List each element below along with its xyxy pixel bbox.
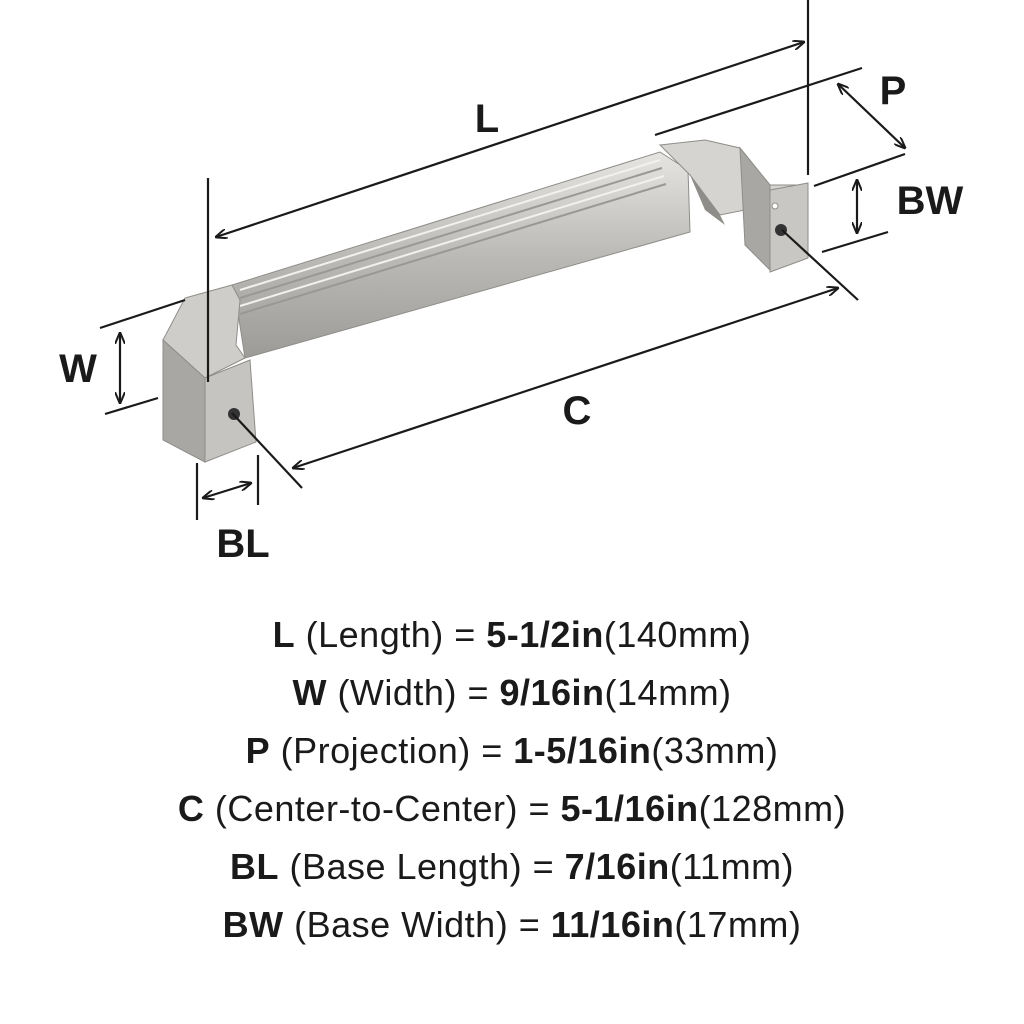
spec-base-width: BW (Base Width) = 11/16in(17mm) <box>0 896 1024 954</box>
spec-imperial: 5-1/16in <box>560 788 699 829</box>
spec-metric: (33mm) <box>651 730 779 771</box>
spec-center-to-center: C (Center-to-Center) = 5-1/16in(128mm) <box>0 780 1024 838</box>
spec-metric: (11mm) <box>669 846 795 887</box>
cabinet-pull-handle <box>162 139 809 463</box>
spec-imperial: 5-1/2in <box>486 614 604 655</box>
spec-metric: (17mm) <box>674 904 802 945</box>
label-C: C <box>563 389 592 433</box>
label-L: L <box>475 97 499 141</box>
spec-name: (Width) = <box>337 672 489 713</box>
dimension-specs: L (Length) = 5-1/2in(140mm) W (Width) = … <box>0 606 1024 954</box>
spec-name: (Length) = <box>305 614 476 655</box>
spec-projection: P (Projection) = 1-5/16in(33mm) <box>0 722 1024 780</box>
spec-imperial: 9/16in <box>499 672 605 713</box>
dimension-lines <box>99 0 905 520</box>
label-BL: BL <box>216 522 269 566</box>
dimension-diagram: L P BW W C BL <box>59 0 964 566</box>
spec-base-length: BL (Base Length) = 7/16in(11mm) <box>0 838 1024 896</box>
spec-name: (Center-to-Center) = <box>214 788 550 829</box>
label-BW: BW <box>897 179 964 223</box>
spec-metric: (14mm) <box>604 672 732 713</box>
label-P: P <box>880 69 907 113</box>
spec-key: P <box>245 730 271 771</box>
spec-key: BW <box>222 904 284 945</box>
spec-key: BL <box>229 846 279 887</box>
spec-length: L (Length) = 5-1/2in(140mm) <box>0 606 1024 664</box>
spec-name: (Base Width) = <box>294 904 541 945</box>
label-W: W <box>59 347 97 391</box>
spec-metric: (128mm) <box>698 788 847 829</box>
spec-key: L <box>272 614 296 655</box>
spec-name: (Projection) = <box>280 730 503 771</box>
spec-width: W (Width) = 9/16in(14mm) <box>0 664 1024 722</box>
spec-imperial: 7/16in <box>564 846 670 887</box>
spec-metric: (140mm) <box>603 614 752 655</box>
spec-name: (Base Length) = <box>289 846 555 887</box>
spec-key: W <box>292 672 327 713</box>
spec-imperial: 11/16in <box>550 904 675 945</box>
spec-key: C <box>177 788 205 829</box>
spec-imperial: 1-5/16in <box>513 730 652 771</box>
